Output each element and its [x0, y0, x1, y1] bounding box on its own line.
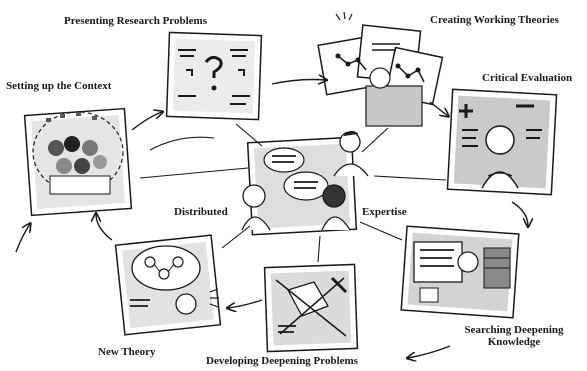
spoke-to-searching	[359, 221, 403, 241]
presenting-problems-illustration	[165, 31, 263, 121]
arc-upper-left	[149, 136, 215, 151]
arrow-into-context	[15, 224, 30, 253]
label-new-theory: New Theory	[98, 346, 156, 358]
distributed-expertise-illustration	[241, 130, 369, 236]
arrow-context-to-problems	[131, 112, 162, 131]
setting-context-illustration	[23, 107, 133, 217]
spoke-to-context	[139, 167, 249, 179]
creating-theories-illustration	[317, 11, 444, 127]
label-distributed: Distributed	[174, 206, 228, 218]
arrow-problems-to-theories	[271, 80, 326, 85]
arrow-newtheory-to-context	[96, 214, 113, 241]
arrow-theories-to-evaluation	[429, 101, 448, 116]
cycle-arrows	[15, 80, 528, 359]
spoke-to-problems	[235, 123, 263, 147]
label-searching-knowledge: Searching Deepening Knowledge	[454, 324, 574, 348]
arrow-searching-to-developing	[408, 345, 451, 358]
label-presenting-problems: Presenting Research Problems	[64, 15, 207, 27]
spoke-to-theories	[361, 127, 389, 153]
critical-evaluation-illustration	[446, 88, 558, 196]
spoke-to-developing	[317, 235, 321, 263]
arrow-developing-to-newtheory	[228, 299, 263, 308]
label-searching-knowledge-line2: Knowledge	[487, 336, 541, 348]
arrow-evaluation-to-searching	[511, 201, 528, 226]
searching-knowledge-illustration	[400, 225, 520, 319]
spoke-to-newtheory	[221, 225, 251, 249]
new-theory-illustration	[114, 234, 222, 336]
label-expertise: Expertise	[362, 206, 407, 218]
center-spokes	[139, 123, 447, 263]
label-setting-context: Setting up the Context	[6, 80, 112, 92]
label-searching-knowledge-line1: Searching Deepening	[464, 324, 564, 336]
label-creating-theories: Creating Working Theories	[430, 14, 559, 26]
developing-problems-illustration	[263, 263, 359, 353]
label-critical-evaluation: Critical Evaluation	[482, 72, 573, 84]
spoke-to-evaluation	[373, 175, 447, 181]
label-developing-problems: Developing Deepening Problems	[206, 355, 358, 367]
